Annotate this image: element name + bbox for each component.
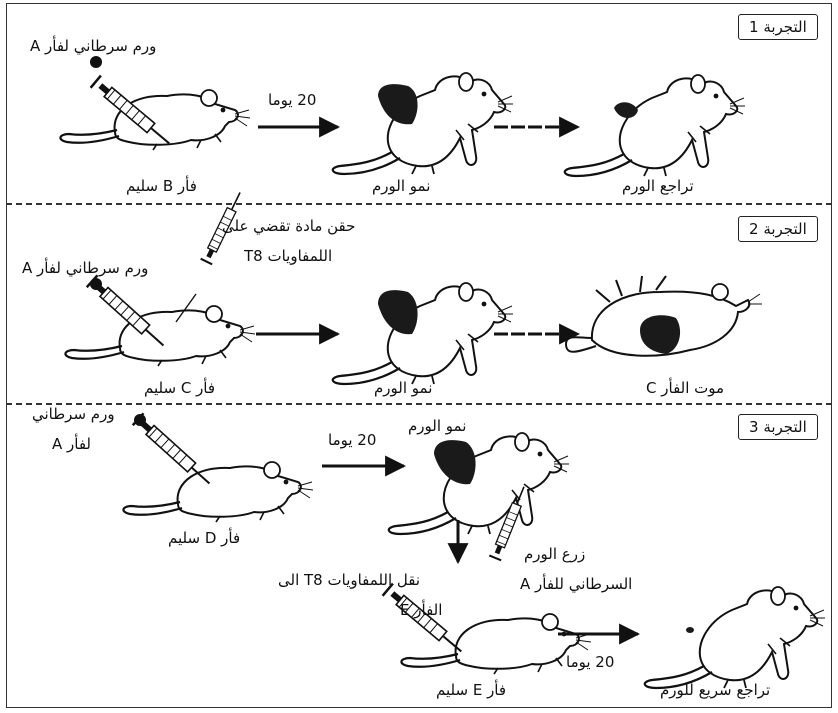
- exp3-step4-label: تراجع سريع للورم: [660, 681, 771, 699]
- exp3-transfer-line2: الفأر E: [400, 601, 443, 619]
- exp3-step2-label: نمو الورم: [408, 417, 467, 435]
- exp3-transfer-line1: نقل اللمفاويات T8 الى: [278, 571, 421, 589]
- separator-2: [6, 403, 832, 405]
- exp1-step1-label: فأر B سليم: [126, 177, 197, 195]
- exp3-step3-label: فأر E سليم: [436, 681, 507, 699]
- exp2-step1-label: فأر C سليم: [144, 379, 216, 397]
- exp1-step3-label: تراجع الورم: [622, 177, 694, 195]
- exp3-tumor-injection-line1: ورم سرطاني: [32, 405, 115, 423]
- exp2-t8-injection-line2: اللمفاويات T8: [244, 247, 333, 265]
- experiment-2-badge: التجربة 2: [738, 216, 818, 242]
- exp2-t8-injection-line1: حقن مادة تقضي على: [222, 217, 356, 235]
- experiment-3-badge: التجربة 3: [738, 414, 818, 440]
- exp2-tumor-injection-label: ورم سرطاني لفأر A: [22, 259, 149, 277]
- exp1-tumor-injection-label: ورم سرطاني لفأر A: [30, 37, 157, 55]
- exp3-step1-label: فأر D سليم: [168, 529, 241, 547]
- exp1-step2-label: نمو الورم: [372, 177, 431, 195]
- exp1-days-label: 20 يوما: [268, 91, 317, 109]
- exp2-step2-label: نمو الورم: [374, 379, 433, 397]
- exp3-days1-label: 20 يوما: [328, 431, 377, 449]
- diagram-frame: [6, 3, 832, 708]
- experiment-1-badge: التجربة 1: [738, 14, 818, 40]
- separator-1: [6, 203, 832, 205]
- exp3-days2-label: 20 يوما: [566, 653, 615, 671]
- exp3-graft-line2: السرطاني للفأر A: [520, 575, 633, 593]
- exp3-graft-line1: زرع الورم: [524, 545, 586, 563]
- exp2-step3-label: موت الفأر C: [646, 379, 725, 397]
- exp3-tumor-injection-line2: لفأر A: [52, 435, 92, 453]
